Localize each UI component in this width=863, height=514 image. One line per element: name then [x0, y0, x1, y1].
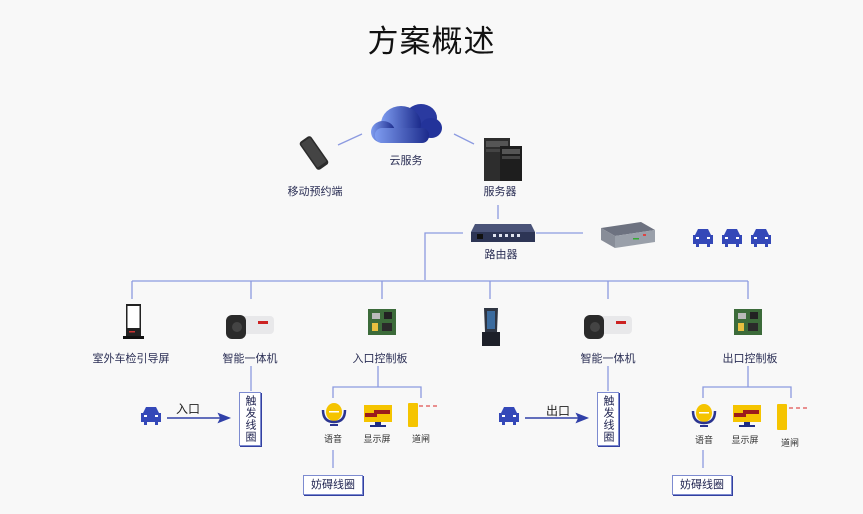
circuit-board-icon — [368, 309, 396, 335]
car-icon — [141, 407, 161, 425]
exit-obstacle-loop: 妨碍线圈 — [672, 475, 732, 495]
exit-gate-label: 道闸 — [780, 439, 800, 449]
link-router-bus — [424, 232, 463, 280]
cloud-label: 云服务 — [389, 154, 423, 167]
industrial-pc-icon — [601, 222, 655, 248]
voice-speaker-icon — [321, 403, 347, 426]
exit-arrow-head — [575, 412, 590, 424]
router-icon — [471, 224, 535, 242]
camera-icon — [584, 315, 632, 339]
cloud-icon — [371, 104, 442, 143]
server-label: 服务器 — [483, 185, 517, 198]
waiting-cars — [693, 229, 771, 247]
exit-board-label: 出口控制板 — [722, 352, 778, 365]
voice-speaker-icon — [691, 404, 717, 427]
car-icon — [499, 407, 519, 425]
phone-icon — [299, 136, 329, 170]
payment-terminal-icon — [482, 308, 500, 346]
entry-obstacle-loop: 妨碍线圈 — [303, 475, 363, 495]
car-icon — [693, 229, 713, 247]
entry-gate-label: 道闸 — [411, 435, 431, 445]
circuit-board-icon — [734, 309, 762, 335]
display-screen-icon — [733, 405, 761, 427]
router-label: 路由器 — [484, 248, 518, 261]
entry-board-label: 入口控制板 — [352, 352, 408, 365]
kiosk-label: 室外车检引导屏 — [92, 352, 170, 365]
exit-voice-label: 语音 — [694, 436, 714, 446]
exit-flow-label: 出口 — [545, 404, 571, 418]
camera-out-label: 智能一体机 — [580, 352, 636, 365]
exit-subbus — [702, 386, 792, 398]
car-icon — [722, 229, 742, 247]
car-icon — [751, 229, 771, 247]
camera-in-label: 智能一体机 — [222, 352, 278, 365]
entry-subbus — [332, 386, 422, 398]
server-icon — [484, 138, 522, 181]
exit-trigger-loop: 触发线圈 — [597, 392, 619, 446]
entry-flow-label: 入口 — [175, 402, 201, 416]
barrier-gate-icon — [408, 403, 418, 427]
camera-icon — [226, 315, 274, 339]
display-screen-icon — [364, 405, 392, 427]
entry-display-label: 显示屏 — [363, 435, 391, 445]
exit-display-label: 显示屏 — [731, 436, 759, 446]
kiosk-screen-icon — [123, 304, 144, 339]
link-cloud-server — [453, 133, 475, 145]
diagram-title: 方案概述 — [367, 24, 496, 60]
link-mobile-cloud — [337, 133, 363, 146]
entry-arrow-head — [217, 412, 232, 424]
mobile-label: 移动预约端 — [287, 185, 343, 198]
barrier-gate-icon — [777, 404, 787, 430]
entry-trigger-loop: 触发线圈 — [239, 392, 261, 446]
entry-voice-label: 语音 — [323, 435, 343, 445]
